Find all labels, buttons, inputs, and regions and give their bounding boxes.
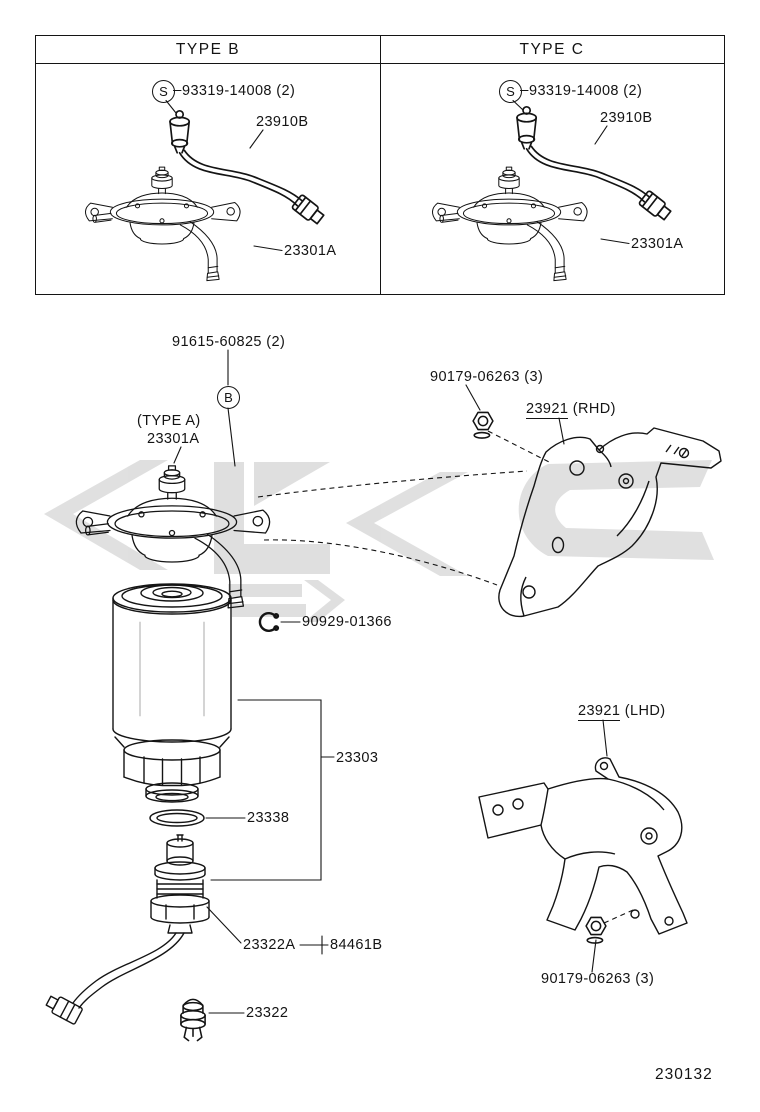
type-b-header: TYPE B — [175, 40, 241, 58]
leader-lines — [165, 89, 630, 1014]
nut-upper-label: 90179-06263 (3) — [430, 369, 544, 385]
sensor-label-type-b: 23910B — [256, 114, 309, 130]
switch-label: 23322 — [246, 1005, 289, 1021]
switch-plug-drawing — [180, 998, 206, 1042]
leader-pump-a — [173, 446, 182, 464]
filter-label: 23303 — [336, 750, 379, 766]
dashed-nut-upper-to-bracket — [487, 430, 552, 464]
leader-bracket-lhd — [602, 719, 608, 757]
leader-water-sensor — [206, 906, 242, 944]
bracket-lhd-drawing — [478, 757, 688, 935]
bracket-rhd-drawing — [498, 427, 722, 618]
snap-ring-label: 90929-01366 — [302, 614, 392, 630]
filter-cartridge-drawing — [112, 583, 232, 803]
bolt-label: 91615-60825 (2) — [172, 334, 286, 350]
leader-nut-lower — [591, 939, 597, 973]
harness-label: 84461B — [330, 937, 383, 953]
dashed-pump-to-bracket-1 — [257, 470, 528, 498]
type-table: TYPE B TYPE C — [35, 35, 725, 295]
leader-sensor-harness-tie — [299, 935, 329, 955]
leader-bolt-b — [227, 349, 236, 467]
water-sensor-drawing — [43, 834, 210, 1026]
bracket-rhd-variant: (RHD) — [572, 401, 616, 417]
leader-pump-c — [600, 238, 630, 245]
screw-symbol-type-c: S — [499, 80, 522, 103]
screw-label-type-b: 93319-14008 (2) — [182, 83, 296, 99]
leader-sensor-c — [594, 125, 608, 145]
bracket-rhd-label: 23921 (RHD) — [526, 401, 616, 419]
bracket-lhd-label: 23921 (LHD) — [578, 703, 666, 721]
leader-bracket-rhd — [558, 417, 565, 445]
bolt-symbol: B — [217, 386, 240, 409]
nut-lower-drawing — [585, 916, 607, 944]
bracket-rhd-number: 23921 — [526, 401, 569, 419]
table-divider — [380, 36, 381, 294]
nut-upper-drawing — [472, 411, 494, 439]
assembly-dashed-lines — [257, 430, 634, 924]
screw-label-type-c: 93319-14008 (2) — [529, 83, 643, 99]
page-number: 230132 — [655, 1066, 713, 1083]
gasket-drawing — [149, 809, 205, 827]
gasket-label: 23338 — [247, 810, 290, 826]
pump-label-type-b: 23301A — [284, 243, 337, 259]
pump-label-type-c: 23301A — [631, 236, 684, 252]
leader-filter-bracket — [210, 699, 335, 881]
watermark — [44, 460, 714, 622]
type-a-note: (TYPE A) — [137, 413, 201, 429]
nut-lower-label: 90179-06263 (3) — [541, 971, 655, 987]
leader-nut-upper — [465, 384, 481, 411]
dashed-nut-lower-to-bracket — [603, 909, 634, 924]
bracket-lhd-variant: (LHD) — [624, 703, 666, 719]
type-c-header: TYPE C — [519, 40, 585, 58]
sensor-label-type-c: 23910B — [600, 110, 653, 126]
dashed-pump-to-bracket-2 — [263, 539, 498, 586]
water-sensor-label: 23322A — [243, 937, 296, 953]
leader-sensor-b — [249, 129, 264, 149]
bracket-lhd-number: 23921 — [578, 703, 621, 721]
pump-label-type-a: 23301A — [147, 431, 200, 447]
screw-symbol-type-b: S — [152, 80, 175, 103]
leader-pump-b — [253, 245, 283, 252]
